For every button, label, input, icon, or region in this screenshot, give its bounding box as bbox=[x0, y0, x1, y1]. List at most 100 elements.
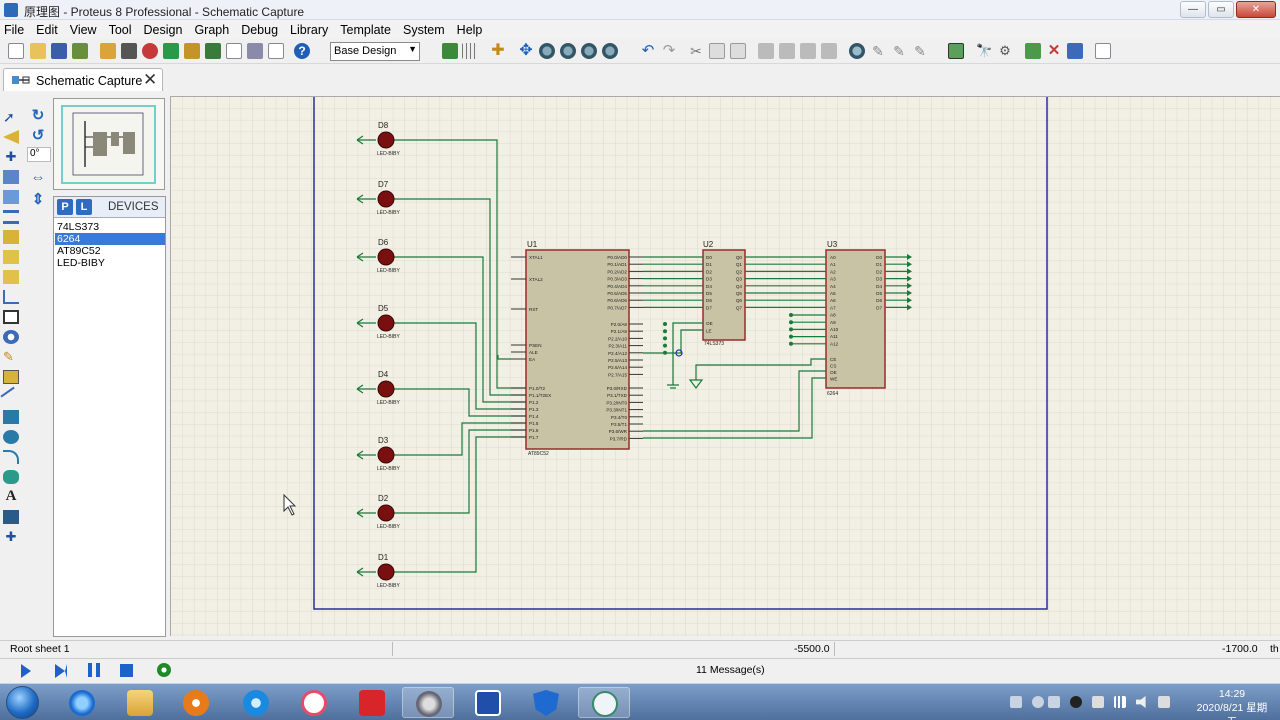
minimize-button[interactable]: — bbox=[1180, 1, 1206, 18]
zoom-area-icon[interactable] bbox=[602, 43, 618, 59]
paste-icon[interactable] bbox=[730, 43, 746, 59]
close-button[interactable]: ✕ bbox=[1236, 1, 1276, 18]
taskbar-dictionary[interactable] bbox=[346, 687, 398, 718]
symbol-icon[interactable] bbox=[3, 510, 19, 524]
subcircuit-icon[interactable] bbox=[3, 230, 19, 244]
block-copy-icon[interactable] bbox=[758, 43, 774, 59]
remove-sheet-icon[interactable]: ✕ bbox=[1047, 42, 1061, 59]
taskbar-recorder[interactable] bbox=[578, 687, 630, 718]
netlist-icon[interactable] bbox=[247, 43, 263, 59]
menu-edit[interactable]: Edit bbox=[36, 23, 58, 37]
bom-icon[interactable] bbox=[205, 43, 221, 59]
copy-icon[interactable] bbox=[709, 43, 725, 59]
3d-view-icon[interactable] bbox=[163, 43, 179, 59]
undo-icon[interactable]: ↶ bbox=[641, 42, 655, 59]
graph-mode-icon[interactable] bbox=[3, 290, 19, 304]
device-item[interactable]: 74LS373 bbox=[57, 221, 100, 233]
exit-parent-icon[interactable] bbox=[1067, 43, 1083, 59]
volume-icon[interactable] bbox=[1136, 696, 1146, 708]
zoom-all-icon[interactable] bbox=[581, 43, 597, 59]
maximize-button[interactable]: ▭ bbox=[1208, 1, 1234, 18]
rotation-angle-field[interactable]: 0° bbox=[27, 147, 51, 162]
import-icon[interactable] bbox=[72, 43, 88, 59]
menu-view[interactable]: View bbox=[69, 23, 97, 37]
step-simulation-button[interactable] bbox=[52, 663, 68, 679]
menu-library[interactable]: Library bbox=[290, 23, 329, 37]
tab-schematic-capture[interactable]: Schematic Capture ✕ bbox=[3, 68, 163, 91]
sheet-indicator[interactable]: Root sheet 1 bbox=[10, 643, 70, 655]
taskbar-keil[interactable] bbox=[462, 687, 514, 718]
start-button[interactable] bbox=[6, 686, 39, 719]
menu-graph[interactable]: Graph bbox=[194, 23, 230, 37]
marker-icon[interactable]: ✚ bbox=[5, 529, 17, 544]
menu-system[interactable]: System bbox=[402, 23, 445, 37]
save-icon[interactable] bbox=[51, 43, 67, 59]
virtual-instruments-icon[interactable] bbox=[3, 370, 19, 384]
terminals-icon[interactable] bbox=[3, 250, 19, 264]
messages-count[interactable]: 11 Message(s) bbox=[696, 664, 765, 676]
tape-recorder-icon[interactable] bbox=[3, 310, 19, 324]
gerber-icon[interactable] bbox=[184, 43, 200, 59]
wire-autorouter-icon[interactable] bbox=[948, 43, 964, 59]
new-sheet-icon[interactable] bbox=[1025, 43, 1041, 59]
device-item[interactable]: LED-BIBY bbox=[57, 257, 105, 269]
block-move-icon[interactable] bbox=[779, 43, 795, 59]
taskbar-ie[interactable] bbox=[56, 687, 108, 718]
run-simulation-button[interactable] bbox=[18, 663, 34, 679]
taskbar-cloud-app[interactable] bbox=[288, 687, 340, 718]
circle-icon[interactable] bbox=[3, 430, 19, 444]
pan-icon[interactable]: ✥ bbox=[519, 42, 533, 59]
u1-chip[interactable]: U1 AT89C52 bbox=[525, 240, 630, 457]
menu-template[interactable]: Template bbox=[340, 23, 391, 37]
pause-simulation-button[interactable] bbox=[88, 663, 100, 677]
help-icon[interactable]: ? bbox=[294, 43, 310, 59]
junction-dot-icon[interactable]: ✚ bbox=[5, 149, 17, 164]
menu-tool[interactable]: Tool bbox=[108, 23, 132, 37]
selection-mode-icon[interactable]: ➚ bbox=[3, 109, 15, 125]
new-icon[interactable] bbox=[8, 43, 24, 59]
tab-close-icon[interactable]: ✕ bbox=[143, 70, 158, 89]
make-device-icon[interactable]: ✎ bbox=[872, 43, 884, 59]
arc-icon[interactable] bbox=[3, 450, 19, 464]
open-icon[interactable] bbox=[30, 43, 46, 59]
device-item[interactable]: AT89C52 bbox=[57, 245, 101, 257]
refresh-icon[interactable] bbox=[442, 43, 458, 59]
device-item-selected[interactable]: 6264 bbox=[55, 233, 165, 245]
design-variant-select[interactable]: Base Design ▼ bbox=[330, 42, 420, 61]
pick-devices-button[interactable]: P bbox=[57, 199, 73, 215]
home-icon[interactable] bbox=[100, 43, 116, 59]
menu-design[interactable]: Design bbox=[143, 23, 183, 37]
taskbar-explorer[interactable] bbox=[114, 687, 166, 718]
tray-icon[interactable] bbox=[1032, 696, 1044, 708]
taskbar-media-player[interactable] bbox=[170, 687, 222, 718]
library-manager-button[interactable]: L bbox=[76, 199, 92, 215]
grid-icon[interactable] bbox=[462, 43, 478, 59]
menu-debug[interactable]: Debug bbox=[241, 23, 279, 37]
menu-help[interactable]: Help bbox=[456, 23, 483, 37]
mirror-vertical-icon[interactable]: ⇕ bbox=[31, 191, 45, 208]
redo-icon[interactable]: ↷ bbox=[662, 42, 676, 59]
search-tag-icon[interactable]: 🔭 bbox=[976, 43, 993, 58]
block-rotate-icon[interactable] bbox=[800, 43, 816, 59]
keyboard-tray-icon[interactable] bbox=[1010, 696, 1022, 708]
overview-window[interactable] bbox=[53, 98, 165, 190]
device-pins-icon[interactable] bbox=[3, 270, 19, 284]
voltage-probe-icon[interactable]: ✎ bbox=[3, 349, 14, 364]
input-method-icon[interactable] bbox=[1158, 696, 1170, 708]
zoom-in-icon[interactable] bbox=[539, 43, 555, 59]
taskbar-proteus[interactable] bbox=[402, 687, 454, 718]
bus-icon[interactable] bbox=[3, 210, 19, 224]
tray-app-icon[interactable] bbox=[1092, 696, 1104, 708]
pcb-icon[interactable] bbox=[142, 43, 158, 59]
text-script-icon[interactable] bbox=[3, 190, 19, 204]
tray-expand-icon[interactable] bbox=[1048, 696, 1060, 708]
packaging-icon[interactable]: ✎ bbox=[893, 43, 905, 59]
